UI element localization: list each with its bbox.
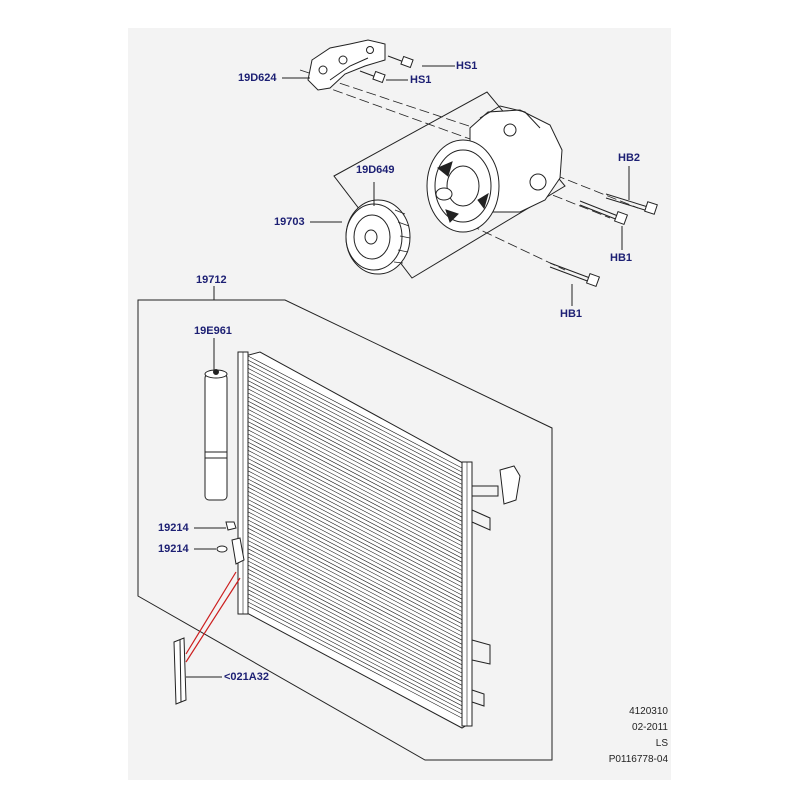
condenser-fin bbox=[247, 515, 463, 629]
condenser-fin bbox=[247, 392, 463, 506]
condenser-fin bbox=[247, 499, 463, 612]
meta-ref: P0116778-04 bbox=[608, 754, 668, 765]
condenser-fin bbox=[247, 486, 463, 600]
condenser-fin bbox=[247, 519, 463, 633]
condenser-fin bbox=[247, 400, 463, 514]
condenser-fin bbox=[247, 388, 463, 502]
condenser-fin bbox=[247, 556, 463, 670]
callout-19d624: 19D624 bbox=[238, 72, 277, 84]
condenser-fin bbox=[247, 462, 463, 575]
meta-date: 02-2011 bbox=[632, 722, 668, 733]
condenser-fin bbox=[247, 380, 463, 493]
condenser-fin bbox=[247, 491, 463, 604]
condenser-fin bbox=[247, 437, 463, 551]
bolts-hb bbox=[549, 193, 658, 288]
condenser-fin bbox=[247, 474, 463, 588]
condenser-fin bbox=[247, 470, 463, 584]
condenser-fin bbox=[247, 511, 463, 625]
condenser-fin bbox=[247, 573, 463, 686]
condenser-fin bbox=[247, 532, 463, 645]
bracket-19d624 bbox=[307, 39, 386, 91]
condenser-fin bbox=[247, 601, 463, 715]
condenser-fin bbox=[247, 368, 463, 481]
callout-hb1-lower: HB1 bbox=[560, 308, 583, 320]
condenser-fin bbox=[247, 548, 463, 661]
receiver-drier-19e961 bbox=[204, 369, 228, 501]
condenser-fin bbox=[247, 503, 463, 616]
red-leader-lines bbox=[185, 571, 241, 663]
condenser-fin bbox=[247, 372, 463, 485]
condenser-fin bbox=[247, 421, 463, 534]
condenser-fin bbox=[247, 527, 463, 641]
condenser-fin bbox=[247, 564, 463, 678]
part-021a32 bbox=[173, 637, 187, 705]
condenser-fin bbox=[247, 355, 463, 469]
pulley-19d649 bbox=[345, 199, 411, 275]
bolts-hs1 bbox=[359, 55, 414, 84]
condenser-fin bbox=[247, 384, 463, 497]
condenser-fin bbox=[247, 544, 463, 657]
condenser-fin bbox=[247, 417, 463, 530]
condenser-fin bbox=[247, 581, 463, 694]
meta-code: 4120310 bbox=[629, 706, 668, 717]
condenser-fin bbox=[247, 585, 463, 698]
condenser-fin bbox=[247, 536, 463, 649]
condenser-fin bbox=[247, 413, 463, 526]
condenser-fin bbox=[247, 458, 463, 571]
callout-19214-a: 19214 bbox=[158, 522, 189, 534]
callout-021a32: <021A32 bbox=[224, 671, 269, 683]
callout-hb1-right: HB1 bbox=[610, 252, 633, 264]
condenser-fin bbox=[247, 597, 463, 711]
compressor-19703-body bbox=[426, 105, 563, 233]
condenser-fin bbox=[247, 605, 463, 719]
condenser-fin bbox=[247, 495, 463, 608]
condenser-19712 bbox=[237, 351, 521, 729]
callout-hs1-bottom: HS1 bbox=[410, 74, 432, 86]
condenser-fin bbox=[247, 363, 463, 477]
condenser-group-outline bbox=[137, 299, 553, 761]
callout-19703: 19703 bbox=[274, 216, 305, 228]
condenser-fin bbox=[247, 404, 463, 518]
callout-19712: 19712 bbox=[196, 274, 227, 286]
condenser-fin bbox=[247, 450, 463, 563]
condenser-fin bbox=[247, 560, 463, 674]
condenser-fin bbox=[247, 441, 463, 555]
callout-leaders bbox=[186, 65, 630, 678]
condenser-fin bbox=[247, 577, 463, 690]
condenser-fin bbox=[247, 454, 463, 567]
callout-hb2: HB2 bbox=[618, 152, 641, 164]
condenser-fin bbox=[247, 552, 463, 666]
meta-model: LS bbox=[655, 738, 668, 749]
condenser-fin bbox=[247, 593, 463, 707]
condenser-fin bbox=[247, 466, 463, 579]
condenser-fin bbox=[247, 396, 463, 510]
callout-19214-b: 19214 bbox=[158, 543, 189, 555]
callout-19e961: 19E961 bbox=[194, 325, 232, 337]
seals-19214 bbox=[216, 521, 245, 565]
condenser-fin bbox=[247, 482, 463, 596]
condenser-fin bbox=[247, 429, 463, 543]
condenser-fin bbox=[247, 425, 463, 538]
condenser-fin bbox=[247, 568, 463, 682]
condenser-fin bbox=[247, 478, 463, 592]
condenser-fin bbox=[247, 507, 463, 620]
condenser-fin bbox=[247, 540, 463, 653]
condenser-fin bbox=[247, 523, 463, 637]
condenser-fin bbox=[247, 376, 463, 489]
condenser-fin bbox=[247, 445, 463, 559]
condenser-fin bbox=[247, 589, 463, 702]
condenser-fin bbox=[247, 409, 463, 522]
callout-19d649: 19D649 bbox=[356, 164, 395, 176]
condenser-fin bbox=[247, 433, 463, 547]
condenser-fin bbox=[247, 359, 463, 473]
callout-hs1-top: HS1 bbox=[456, 60, 478, 72]
